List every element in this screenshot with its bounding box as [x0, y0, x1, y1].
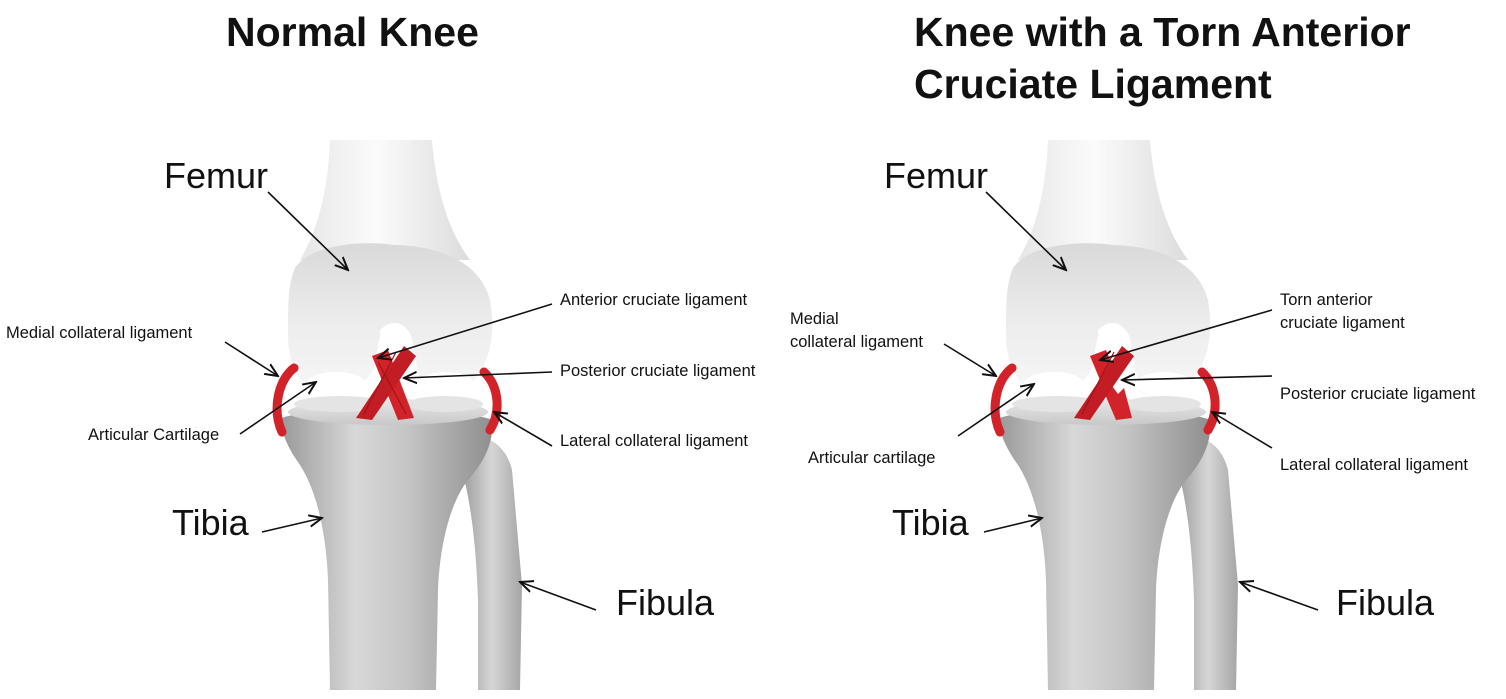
lateral-collateral-label: Lateral collateral ligament [560, 432, 749, 450]
torn-anterior-cruciate-upper [1090, 350, 1118, 384]
fibula-arrow [520, 582, 597, 611]
lateral-collateral-label: Lateral collateral ligament [1280, 456, 1469, 474]
articular-cartilage-label: Articular Cartilage [88, 426, 220, 444]
torn-acl-title: Knee with a Torn Anterior Cruciate Ligam… [914, 9, 1411, 107]
normal-knee-illustration [224, 140, 597, 690]
posterior-cruciate-arrow [1122, 376, 1273, 380]
lateral-collateral-ligament [479, 367, 502, 435]
tibia-arrow [983, 518, 1042, 533]
fibula-arrow [1240, 582, 1319, 611]
torn-anterior-cruciate-lower [1104, 386, 1132, 420]
tibia-bone [281, 410, 493, 690]
medial-collateral-arrow [943, 343, 996, 376]
posterior-cruciate-label: Posterior cruciate ligament [560, 362, 756, 380]
medial-collateral-label: Medial collateral ligament [6, 324, 193, 342]
lateral-collateral-arrow [1212, 412, 1273, 449]
normal-knee-title: Normal Knee [226, 9, 479, 55]
femur-label: Femur [164, 155, 269, 196]
fibula-bone [462, 436, 522, 690]
femur-condyles [1006, 243, 1211, 396]
torn-anterior-cruciate-label: Torn anterior cruciate ligament [1280, 291, 1405, 332]
posterior-cruciate-arrow [404, 372, 553, 378]
tibia-label: Tibia [892, 502, 969, 543]
femur-arrow [985, 191, 1066, 270]
torn-acl-illustration [943, 140, 1319, 690]
lateral-collateral-ligament [1197, 367, 1220, 435]
lateral-collateral-arrow [494, 412, 553, 447]
articular-arrow [957, 384, 1034, 437]
articular-cartilage-label: Articular cartilage [808, 449, 936, 467]
torn-anterior-cruciate-arrow [1100, 309, 1273, 360]
articular-arrow [239, 382, 316, 435]
femur-label: Femur [884, 155, 989, 196]
medial-collateral-arrow [224, 341, 278, 376]
medial-collateral-ligament [272, 363, 299, 437]
medial-collateral-ligament [990, 363, 1017, 437]
anterior-cruciate-label: Anterior cruciate ligament [560, 291, 748, 309]
posterior-cruciate-label: Posterior cruciate ligament [1280, 385, 1476, 403]
tibia-label: Tibia [172, 502, 249, 543]
anterior-cruciate-arrow [378, 303, 553, 358]
fibula-label: Fibula [616, 582, 715, 623]
tibia-arrow [261, 518, 322, 533]
femur-shaft [300, 140, 470, 260]
fibula-label: Fibula [1336, 582, 1435, 623]
femur-arrow [267, 191, 348, 270]
femur-condyles [288, 243, 493, 396]
medial-collateral-label: Medial collateral ligament [790, 310, 923, 351]
fibula-bone [1178, 436, 1238, 690]
femur-shaft [1018, 140, 1188, 260]
tibia-bone [999, 410, 1211, 690]
